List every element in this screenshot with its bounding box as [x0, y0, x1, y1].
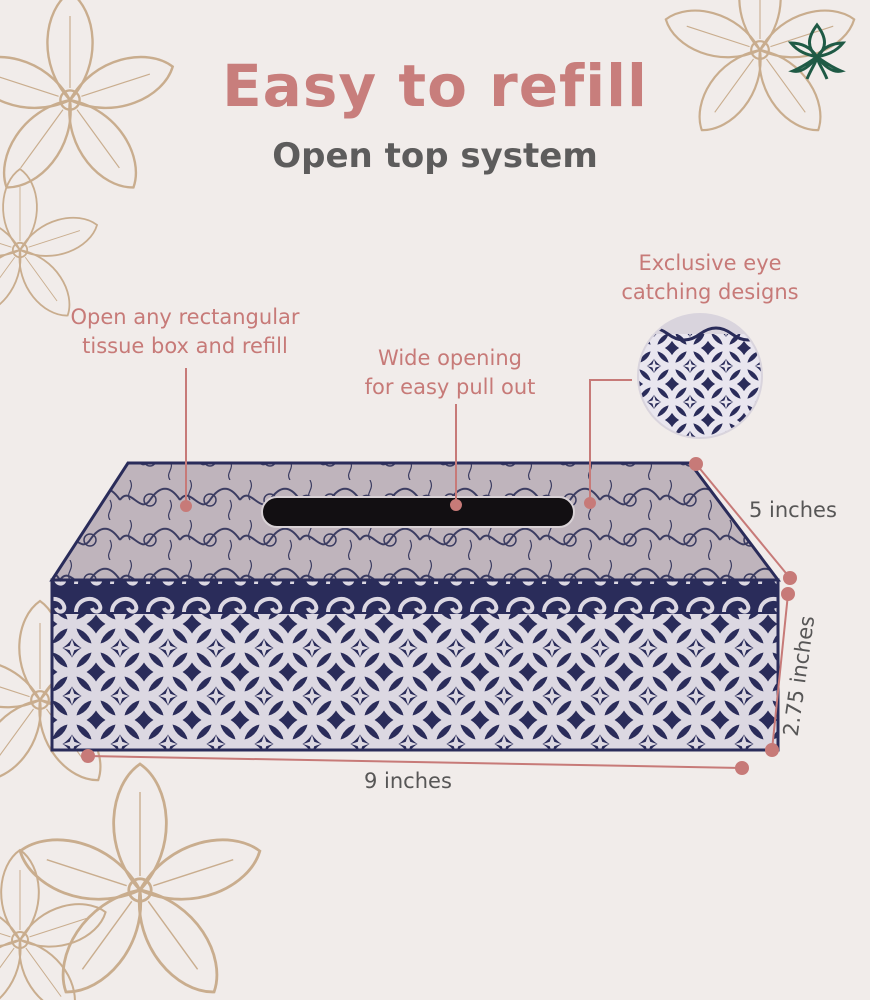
page-subtitle: Open top system [272, 136, 598, 176]
box-front-face [52, 614, 778, 750]
callout-designs: Exclusive eye catching designs [590, 249, 830, 307]
box-front-band [52, 580, 778, 614]
callout-refill-line1: Open any rectangular [70, 305, 300, 329]
callout-refill: Open any rectangular tissue box and refi… [40, 303, 330, 361]
callout-designs-line1: Exclusive eye [638, 251, 782, 275]
lotus-logo-icon [787, 22, 847, 80]
page-title: Easy to refill [222, 52, 648, 120]
callout-opening-line1: Wide opening [378, 346, 522, 370]
callout-opening: Wide opening for easy pull out [330, 344, 570, 402]
pattern-zoom-circle [637, 313, 763, 439]
callout-opening-line2: for easy pull out [364, 375, 536, 399]
callout-designs-line2: catching designs [621, 280, 799, 304]
dimension-width-label: 9 inches [364, 769, 452, 793]
callout-refill-line2: tissue box and refill [82, 334, 288, 358]
box-opening [261, 496, 575, 528]
dimension-depth-label: 5 inches [749, 498, 837, 522]
